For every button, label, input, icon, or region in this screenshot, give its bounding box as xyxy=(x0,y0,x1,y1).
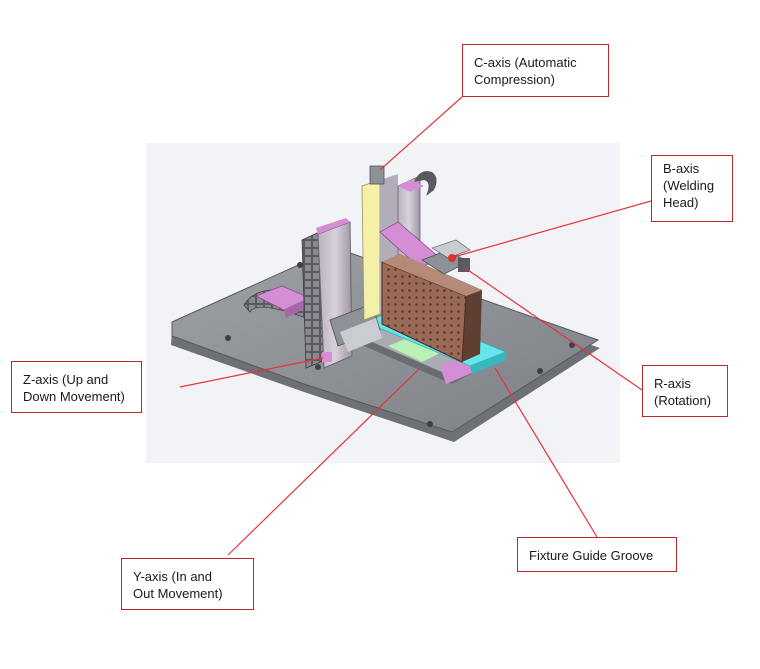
callout-y-axis: Y-axis (In and Out Movement) xyxy=(121,558,254,610)
callout-b-axis: B-axis (Welding Head) xyxy=(651,155,733,222)
leader-z-axis xyxy=(179,357,324,388)
leader-lines xyxy=(179,96,652,556)
leader-c-axis xyxy=(379,96,463,171)
callout-c-axis: C-axis (Automatic Compression) xyxy=(462,44,609,97)
callout-fixture-guide-groove: Fixture Guide Groove xyxy=(517,537,677,572)
fixture-plate xyxy=(381,254,482,363)
leader-b-axis xyxy=(449,200,652,259)
leader-r-axis xyxy=(464,267,643,391)
callout-r-axis: R-axis (Rotation) xyxy=(642,365,728,417)
z-axis-column xyxy=(301,218,382,369)
leader-guide-groove xyxy=(494,367,598,538)
callout-z-axis: Z-axis (Up and Down Movement) xyxy=(11,361,142,413)
leader-y-axis xyxy=(227,367,421,556)
